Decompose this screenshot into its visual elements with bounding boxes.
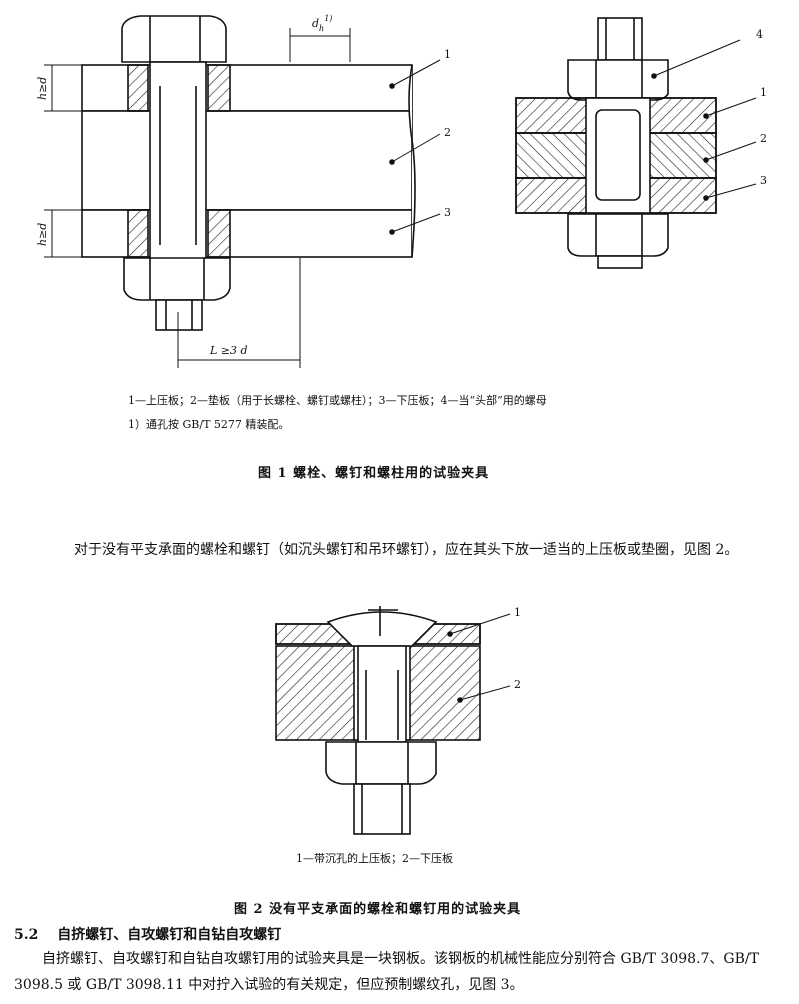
left-callout-3: 3 xyxy=(444,206,451,219)
section-body: 自挤螺钉、自攻螺钉和自钻自攻螺钉用的试验夹具是一块钢板。该钢板的机械性能应分别符… xyxy=(14,951,759,993)
section-heading: 5.2 自挤螺钉、自攻螺钉和自钻自攻螺钉 xyxy=(14,924,281,944)
right-callout-2: 2 xyxy=(760,132,767,145)
left-fixture xyxy=(44,15,441,368)
dim-h-top: h≥d xyxy=(36,77,49,100)
figure-2-caption: 图 2 没有平支承面的螺栓和螺钉用的试验夹具 xyxy=(234,902,522,917)
right-callout-3: 3 xyxy=(760,174,767,187)
dim-dh: dh1) xyxy=(312,14,332,33)
figure-2-drawing: 1 2 xyxy=(275,606,521,835)
right-callout-4: 4 xyxy=(756,28,763,41)
section-number: 5.2 xyxy=(14,927,39,943)
left-callout-1: 1 xyxy=(444,48,451,61)
right-fixture xyxy=(515,17,757,269)
figure-1-legend: 1—上压板；2—垫板（用于长螺栓、螺钉或螺柱）；3—下压板；4—当“头部”用的螺… xyxy=(128,394,547,407)
left-callout-2: 2 xyxy=(444,126,451,139)
figure-2-callout-1: 1 xyxy=(514,606,521,619)
paragraph-1: 对于没有平支承面的螺栓和螺钉（如沉头螺钉和吊环螺钉），应在其头下放一适当的上压板… xyxy=(74,542,739,558)
figure-1-drawing: h≥d h≥d dh1) L ≥3 d 1 2 3 4 1 xyxy=(36,14,767,368)
dim-L: L ≥3 d xyxy=(209,344,248,357)
right-callout-1: 1 xyxy=(760,86,767,99)
section-title: 自挤螺钉、自攻螺钉和自钻自攻螺钉 xyxy=(57,927,282,943)
figure-1-caption: 图 1 螺栓、螺钉和螺柱用的试验夹具 xyxy=(258,466,490,481)
figure-2-callout-2: 2 xyxy=(514,678,521,691)
figure-1-note: 1）通孔按 GB/T 5277 精装配。 xyxy=(128,418,290,431)
figure-2-legend: 1—带沉孔的上压板；2—下压板 xyxy=(296,852,453,865)
dim-h-bottom: h≥d xyxy=(36,223,49,246)
